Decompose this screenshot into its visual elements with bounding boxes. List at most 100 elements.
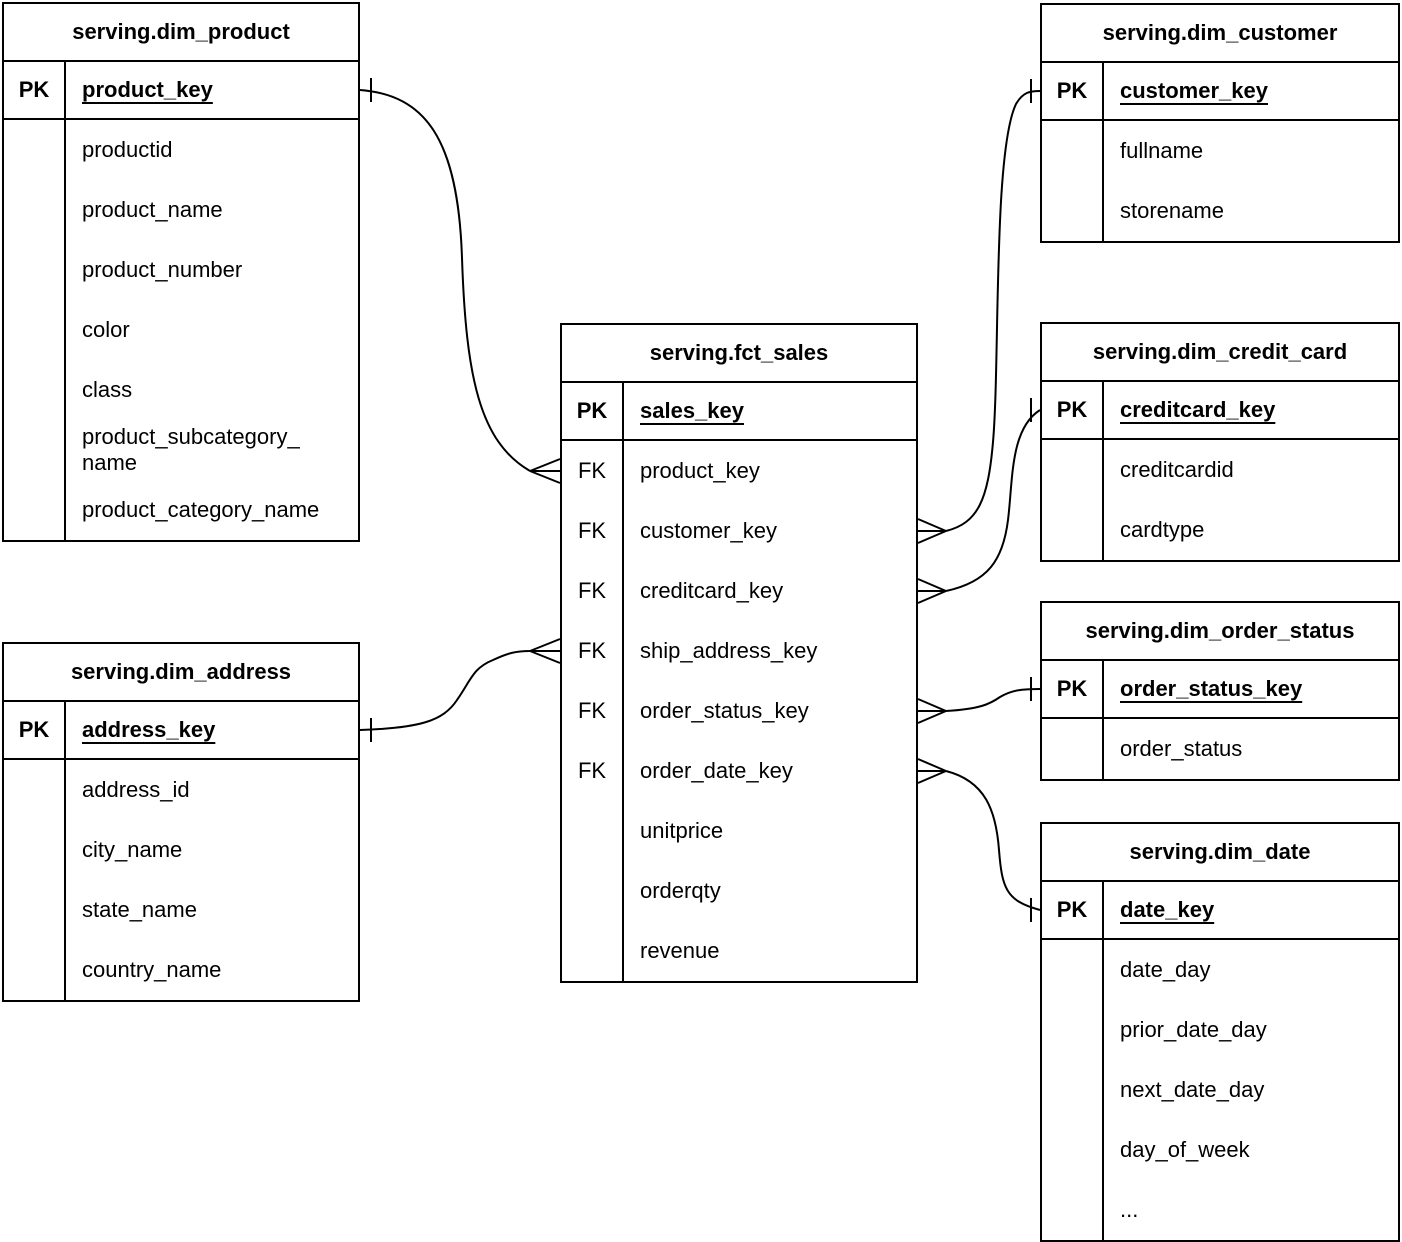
field-row: storename — [1042, 181, 1398, 241]
field-row: product_​number — [4, 240, 358, 300]
crows-foot-many-marker — [917, 578, 947, 604]
field-name: address_​id — [82, 777, 190, 802]
field-name: storename — [1120, 198, 1224, 223]
field-tag-empty — [1042, 121, 1104, 181]
field-row: unitprice — [562, 801, 916, 861]
table-title: serving.dim_product — [4, 4, 358, 62]
field-name: product_​name — [82, 197, 223, 222]
fk-tag: FK — [562, 501, 624, 561]
field-row: product_​name — [4, 180, 358, 240]
pk-tag: PK — [4, 62, 66, 118]
field-name: order_​date_​key — [640, 758, 793, 783]
field-tag-empty — [1042, 440, 1104, 500]
field-tag-empty — [1042, 1060, 1104, 1120]
field-row: date_​day — [1042, 940, 1398, 1000]
field-name: product_​number — [82, 257, 243, 282]
field-row: creditcardid — [1042, 440, 1398, 500]
crows-foot-many-marker — [529, 638, 561, 664]
relationship-product — [359, 78, 561, 484]
field-name: revenue — [640, 938, 720, 963]
field-row: revenue — [562, 921, 916, 981]
field-name: unitprice — [640, 818, 724, 843]
field-row: product_​subcategory_​name — [4, 420, 358, 480]
field-tag-empty — [4, 300, 66, 360]
connector-line — [945, 90, 1041, 532]
field-row: city_​name — [4, 820, 358, 880]
crows-foot-many-marker — [529, 458, 561, 484]
field-tag-empty — [4, 940, 66, 1000]
field-name: product_​subcategory_​name — [82, 424, 300, 475]
fk-tag: FK — [562, 441, 624, 501]
field-name: class — [82, 377, 133, 402]
pk-field-name: address_​key — [82, 717, 216, 742]
field-row: address_​id — [4, 760, 358, 820]
field-tag-empty — [1042, 940, 1104, 1000]
crows-foot-many-marker — [917, 698, 947, 724]
field-name: cardtype — [1120, 517, 1205, 542]
connector-line — [359, 89, 531, 472]
field-tag-empty — [1042, 1180, 1104, 1240]
pk-field-name: product_​key — [82, 77, 213, 102]
relationship-order-date — [917, 758, 1041, 922]
field-name: date_​day — [1120, 957, 1211, 982]
field-row: orderqty — [562, 861, 916, 921]
pk-tag: PK — [562, 383, 624, 439]
pk-field-name: order_​status_​key — [1120, 676, 1303, 701]
field-tag-empty — [4, 820, 66, 880]
field-tag-empty — [4, 120, 66, 180]
field-name: creditcard_​key — [640, 578, 784, 603]
field-name: next_​date_​day — [1120, 1077, 1265, 1102]
pk-field-name: date_​key — [1120, 897, 1215, 922]
field-name: ... — [1120, 1197, 1139, 1222]
table-title: serving.dim_date — [1042, 824, 1398, 882]
field-name: color — [82, 317, 130, 342]
field-row: productid — [4, 120, 358, 180]
field-tag-empty — [1042, 1000, 1104, 1060]
relationship-ship-address — [359, 638, 561, 742]
field-name: city_​name — [82, 837, 183, 862]
pk-tag: PK — [1042, 382, 1104, 438]
field-tag-empty — [562, 921, 624, 981]
field-row: fullname — [1042, 121, 1398, 181]
field-name: country_​name — [82, 957, 222, 982]
field-tag-empty — [4, 240, 66, 300]
pk-tag: PK — [1042, 882, 1104, 938]
field-tag-empty — [4, 880, 66, 940]
field-tag-empty — [4, 420, 66, 480]
connector-line — [359, 650, 531, 731]
field-row: ... — [1042, 1180, 1398, 1240]
field-row: prior_​date_​day — [1042, 1000, 1398, 1060]
field-row: order_​status — [1042, 719, 1398, 779]
field-row: country_​name — [4, 940, 358, 1000]
field-name: ship_​address_​key — [640, 638, 818, 663]
field-row: next_​date_​day — [1042, 1060, 1398, 1120]
crows-foot-many-marker — [917, 758, 947, 784]
table-title: serving.dim_customer — [1042, 5, 1398, 63]
field-tag-empty — [1042, 181, 1104, 241]
fk-tag: FK — [562, 741, 624, 801]
field-name: product_​category_​name — [82, 497, 320, 522]
primary-key-row: PK product_​key — [4, 62, 358, 120]
primary-key-row: PK address_​key — [4, 702, 358, 760]
table-title: serving.dim_address — [4, 644, 358, 702]
field-row: color — [4, 300, 358, 360]
field-name: productid — [82, 137, 173, 162]
pk-tag: PK — [4, 702, 66, 758]
connector-line — [945, 688, 1041, 712]
field-tag-empty — [562, 861, 624, 921]
connector-line — [945, 409, 1041, 592]
pk-field-name: creditcard_​key — [1120, 397, 1276, 422]
